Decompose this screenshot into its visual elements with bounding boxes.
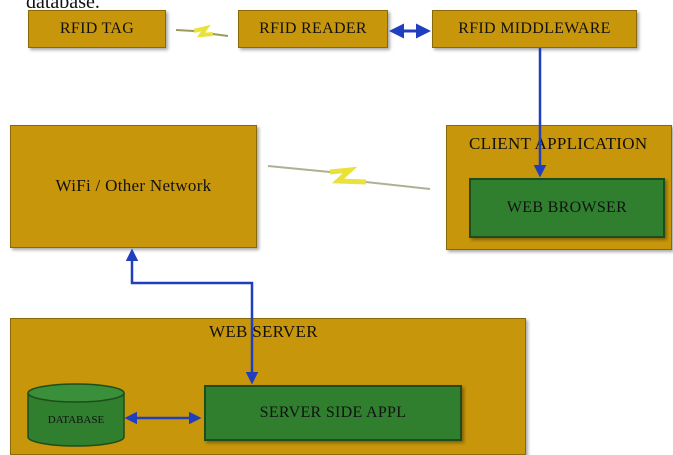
web-browser-node: WEB BROWSER (469, 178, 665, 238)
server-side-appl-node: SERVER SIDE APPL (204, 385, 462, 441)
wifi-network-node: WiFi / Other Network (10, 125, 257, 248)
rfid-tag-label: RFID TAG (59, 20, 135, 37)
wireless-link-tag-reader (175, 24, 229, 38)
rfid-tag-node: RFID TAG (28, 10, 166, 48)
server-side-appl-label: SERVER SIDE APPL (259, 404, 407, 421)
cropped-caption-text: database. (26, 0, 100, 13)
wireless-link-network-client (267, 165, 431, 190)
web-server-node: WEB SERVER SERVER SIDE APPL (10, 318, 526, 455)
client-application-node: CLIENT APPLICATION WEB BROWSER (446, 125, 672, 250)
rfid-middleware-node: RFID MIDDLEWARE (432, 10, 637, 48)
rfid-middleware-label: RFID MIDDLEWARE (458, 20, 611, 37)
rfid-reader-node: RFID READER (238, 10, 388, 48)
web-browser-label: WEB BROWSER (506, 199, 628, 216)
web-server-label: WEB SERVER (209, 322, 318, 341)
wifi-network-label: WiFi / Other Network (55, 176, 212, 195)
client-application-label: CLIENT APPLICATION (469, 134, 648, 153)
rfid-reader-label: RFID READER (259, 20, 367, 37)
